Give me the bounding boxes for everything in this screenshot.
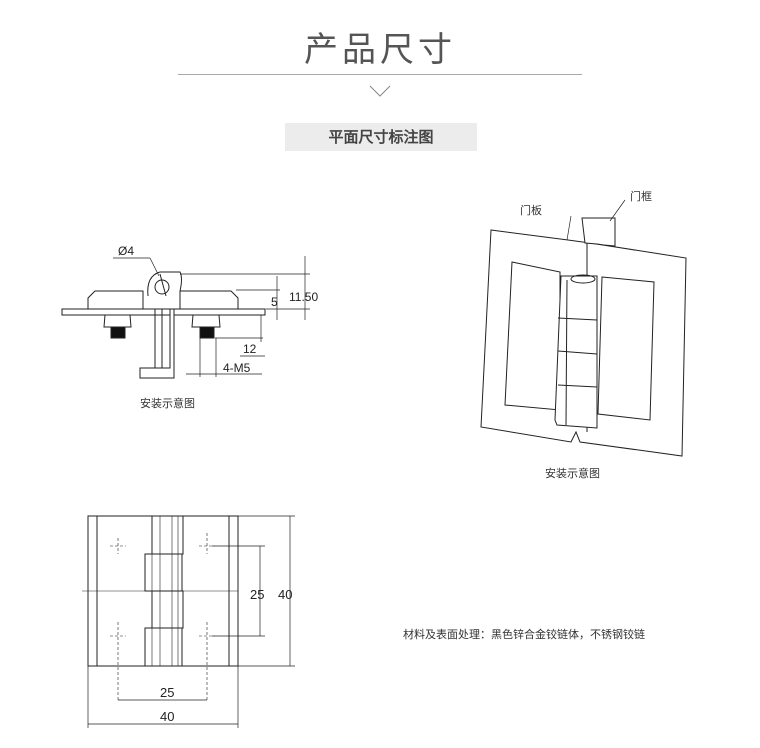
nut (103, 314, 132, 328)
diameter-label: Ø4 (118, 244, 134, 258)
dim-bolt-label: 12 (243, 342, 257, 356)
dim-hole-vertical: 25 (250, 587, 264, 602)
dim-leaf-label: 5 (271, 295, 278, 309)
dim-total-vertical: 40 (278, 587, 292, 602)
plan-view-drawing: 25 40 25 40 (82, 515, 295, 728)
dim-hole-horizontal: 25 (160, 685, 174, 700)
nut (191, 314, 221, 328)
dim-height-label: 11.50 (289, 290, 318, 304)
section-heading: 平面尺寸标注图 (285, 123, 477, 151)
iso-view-drawing: 门板 门框 安装示意图 (480, 189, 687, 480)
bolt (199, 326, 215, 339)
side-view-caption: 安装示意图 (140, 396, 195, 410)
dim-thread-label: 4-M5 (223, 361, 251, 375)
title-divider (178, 74, 582, 75)
dim-total-horizontal: 40 (160, 709, 174, 724)
door-frame-label: 门框 (630, 189, 652, 203)
bolt (110, 326, 126, 339)
page-title: 产品尺寸 (304, 30, 456, 70)
door-panel-label: 门板 (520, 203, 542, 217)
iso-view-caption: 安装示意图 (545, 466, 600, 480)
chevron-down-icon (369, 85, 391, 97)
material-note: 材料及表面处理：黑色锌合金铰链体，不锈钢铰链 (403, 627, 645, 641)
side-view-drawing: Ø4 11.50 5 12 4-M5 安装示意图 (61, 244, 318, 410)
